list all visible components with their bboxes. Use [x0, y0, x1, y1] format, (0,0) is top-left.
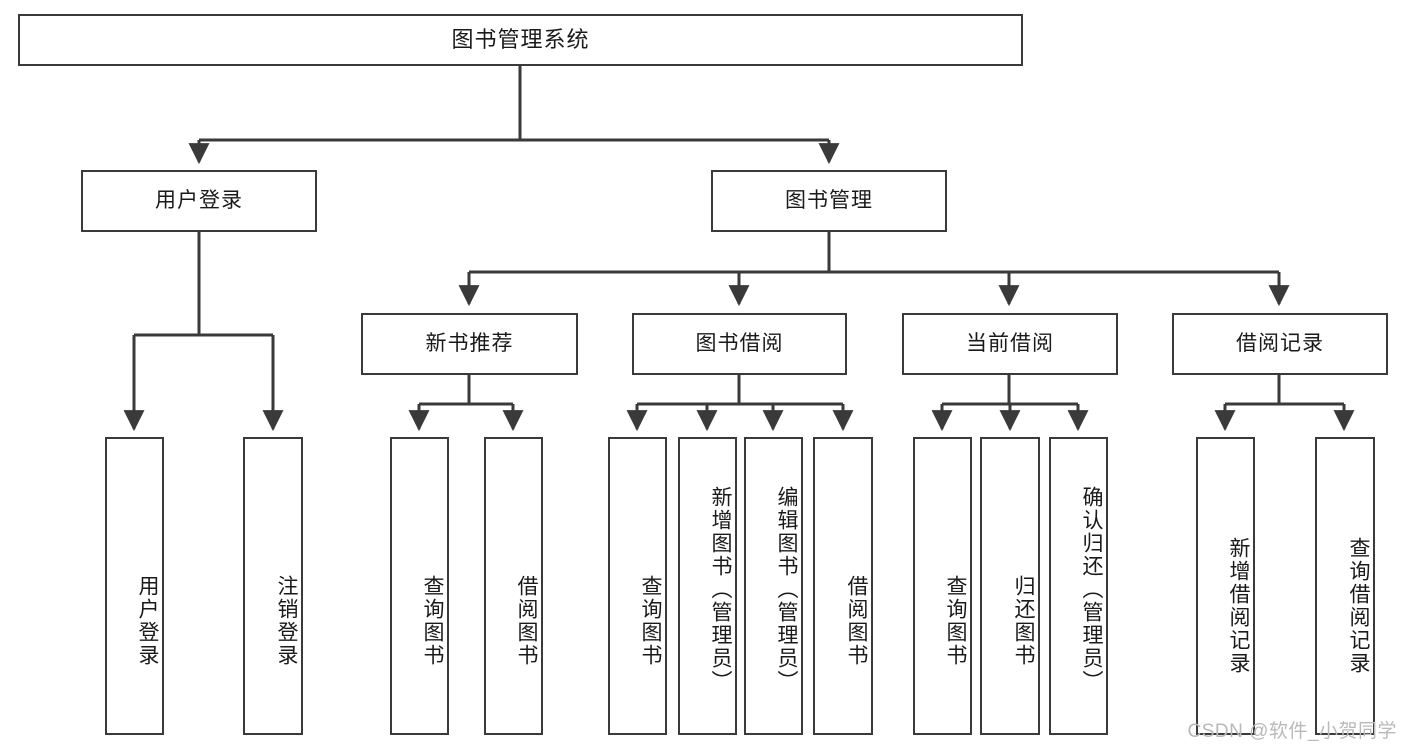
node-leaf-confirm-return[interactable]: 确认归还（管理员） [1049, 437, 1108, 735]
node-new-book-recommend-label: 新书推荐 [425, 332, 514, 356]
node-leaf-query-book-1-label: 查询图书 [421, 575, 444, 667]
node-leaf-add-borrow-record[interactable]: 新增借阅记录 [1196, 437, 1255, 735]
node-book-management[interactable]: 图书管理 [711, 170, 947, 232]
node-user-login[interactable]: 用户登录 [81, 170, 317, 232]
node-leaf-confirm-return-label: 确认归还（管理员） [1080, 485, 1103, 693]
node-leaf-logout-login-label: 注销登录 [275, 575, 298, 667]
node-leaf-query-borrow-record[interactable]: 查询借阅记录 [1315, 437, 1375, 735]
node-new-book-recommend[interactable]: 新书推荐 [361, 313, 578, 375]
node-leaf-logout-login[interactable]: 注销登录 [243, 437, 303, 735]
node-leaf-return-book-label: 归还图书 [1012, 575, 1035, 667]
watermark: CSDN @软件_小贺同学 [1187, 721, 1397, 742]
node-book-borrow-label: 图书借阅 [695, 332, 784, 356]
node-leaf-user-login-label: 用户登录 [136, 575, 159, 667]
node-leaf-add-book-label: 新增图书（管理员） [709, 485, 732, 693]
node-leaf-edit-book-label: 编辑图书（管理员） [775, 485, 798, 693]
node-root-label: 图书管理系统 [451, 26, 590, 52]
node-leaf-add-borrow-record-label: 新增借阅记录 [1227, 537, 1250, 675]
node-root[interactable]: 图书管理系统 [18, 14, 1023, 66]
node-leaf-user-login[interactable]: 用户登录 [105, 437, 164, 735]
node-borrow-record-label: 借阅记录 [1236, 332, 1324, 356]
node-leaf-edit-book[interactable]: 编辑图书（管理员） [744, 437, 803, 735]
node-leaf-add-book[interactable]: 新增图书（管理员） [678, 437, 737, 735]
node-book-management-label: 图书管理 [785, 189, 873, 213]
node-borrow-record[interactable]: 借阅记录 [1172, 313, 1388, 375]
node-leaf-query-book-2[interactable]: 查询图书 [608, 437, 667, 735]
node-leaf-query-book-1[interactable]: 查询图书 [390, 437, 449, 735]
node-leaf-query-borrow-record-label: 查询借阅记录 [1347, 537, 1370, 675]
node-leaf-return-book[interactable]: 归还图书 [980, 437, 1040, 735]
node-current-borrow[interactable]: 当前借阅 [902, 313, 1118, 375]
node-leaf-borrow-book-1-label: 借阅图书 [515, 575, 538, 667]
node-leaf-borrow-book-2[interactable]: 借阅图书 [813, 437, 873, 735]
node-leaf-query-book-3-label: 查询图书 [944, 575, 967, 667]
node-leaf-borrow-book-2-label: 借阅图书 [845, 575, 868, 667]
node-current-borrow-label: 当前借阅 [966, 332, 1054, 356]
node-book-borrow[interactable]: 图书借阅 [632, 313, 847, 375]
node-leaf-query-book-2-label: 查询图书 [639, 575, 662, 667]
node-leaf-borrow-book-1[interactable]: 借阅图书 [484, 437, 543, 735]
node-leaf-query-book-3[interactable]: 查询图书 [913, 437, 972, 735]
node-user-login-label: 用户登录 [155, 189, 243, 213]
